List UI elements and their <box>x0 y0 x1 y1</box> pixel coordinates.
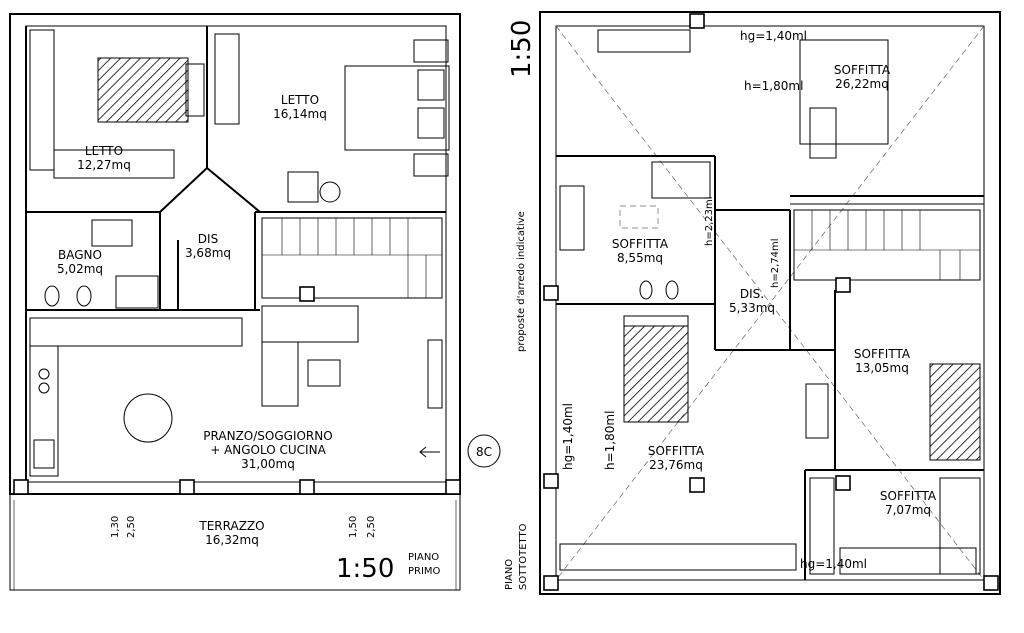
room-name-soffitta-5: SOFFITTA <box>880 489 937 503</box>
bed-icon <box>623 325 689 423</box>
room-name-pranzo-line1: PRANZO/SOGGIORNO <box>203 429 332 443</box>
labels-sottotetto: 1:50 proposte d'arredo indicative PIANO … <box>504 20 937 590</box>
staircase <box>261 217 443 299</box>
room-name-bagno: BAGNO <box>58 248 102 262</box>
room-name-soffitta-3: SOFFITTA <box>854 347 911 361</box>
room-area-soffitta-4: 23,76mq <box>649 458 703 472</box>
room-area-terrazzo: 16,32mq <box>205 533 259 547</box>
height-label: hg=1,40ml <box>740 29 807 43</box>
room-name-terrazzo: TERRAZZO <box>198 519 264 533</box>
wardrobe <box>53 149 175 179</box>
room-name-letto2: LETTO <box>281 93 319 107</box>
room-name-soffitta-1: SOFFITTA <box>834 63 891 77</box>
room-area-pranzo: 31,00mq <box>241 457 295 471</box>
room-area-letto1: 12,27mq <box>77 158 131 172</box>
shower-icon <box>115 275 159 309</box>
sink-icon <box>33 439 55 469</box>
room-area-bagno: 5,02mq <box>57 262 103 276</box>
height-label: h=2,74ml <box>770 238 781 288</box>
scale-label: 1:50 <box>336 554 394 584</box>
bidet-icon <box>76 285 92 307</box>
wardrobe <box>839 547 977 575</box>
height-label: hg=1,40ml <box>561 403 575 470</box>
room-area-dis: 3,68mq <box>185 246 231 260</box>
plan-badge <box>467 434 501 468</box>
toilet-icon <box>44 285 60 307</box>
wardrobe <box>559 543 797 571</box>
room-name-soffitta-2: SOFFITTA <box>612 237 669 251</box>
plan-sottotetto <box>539 11 1001 595</box>
bidet-icon <box>665 280 679 300</box>
scale-label: 1:50 <box>507 20 537 78</box>
room-name-soffitta-4: SOFFITTA <box>648 444 705 458</box>
labels-piano-primo: LETTO 12,27mq LETTO 16,14mq BAGNO 5,02mq… <box>57 93 492 584</box>
height-label: h=2,23ml <box>704 196 715 246</box>
dining-table-icon <box>123 393 173 443</box>
room-area-dis: 5,33mq <box>729 301 775 315</box>
room-name-dis: DIS. <box>740 287 764 301</box>
wardrobe <box>597 29 691 53</box>
toilet-icon <box>639 280 653 300</box>
floor-label-line1: PIANO <box>408 552 439 563</box>
room-area-soffitta-2: 8,55mq <box>617 251 663 265</box>
kitchen-counter <box>29 317 243 347</box>
dimension-label: 2,50 <box>366 516 377 538</box>
room-area-soffitta-1: 26,22mq <box>835 77 889 91</box>
sofa-icon <box>261 305 359 343</box>
plan-piano-primo <box>9 13 501 591</box>
plan-badge-text: 8C <box>476 445 492 459</box>
wardrobe <box>214 33 240 125</box>
floor-label-line1: PIANO <box>504 559 515 590</box>
armchair-icon <box>287 171 319 203</box>
wardrobe <box>939 477 981 575</box>
bed-icon <box>97 57 189 123</box>
sink-icon <box>91 219 133 247</box>
staircase <box>793 209 981 281</box>
wardrobe <box>29 29 55 171</box>
room-area-letto2: 16,14mq <box>273 107 327 121</box>
stair-treads <box>262 218 442 298</box>
floor-label-line2: SOTTOTETTO <box>518 523 529 590</box>
kitchen-counter <box>29 345 59 477</box>
dimension-label: 1,30 <box>110 516 121 538</box>
room-area-soffitta-5: 7,07mq <box>885 503 931 517</box>
sofa-icon <box>261 341 299 407</box>
height-label: h=1,80ml <box>744 79 803 93</box>
bed-icon <box>929 363 981 461</box>
height-label: hg=1,40ml <box>800 557 867 571</box>
dimension-label: 1,50 <box>348 516 359 538</box>
room-area-soffitta-3: 13,05mq <box>855 361 909 375</box>
floor-label-line2: PRIMO <box>408 566 441 577</box>
outer-wall <box>539 11 1001 595</box>
height-label: h=1,80ml <box>603 411 617 470</box>
furniture-note: proposte d'arredo indicative <box>516 211 527 352</box>
bed-icon <box>799 39 889 145</box>
dimension-label: 2,50 <box>126 516 137 538</box>
coffee-table-icon <box>307 359 341 387</box>
room-name-pranzo-line2: + ANGOLO CUCINA <box>210 443 326 457</box>
wardrobe <box>809 477 835 575</box>
tv-unit-icon <box>427 339 443 409</box>
bed-icon <box>344 65 450 151</box>
stair-treads <box>794 210 980 280</box>
room-name-dis: DIS <box>198 232 218 246</box>
room-name-letto1: LETTO <box>85 144 123 158</box>
